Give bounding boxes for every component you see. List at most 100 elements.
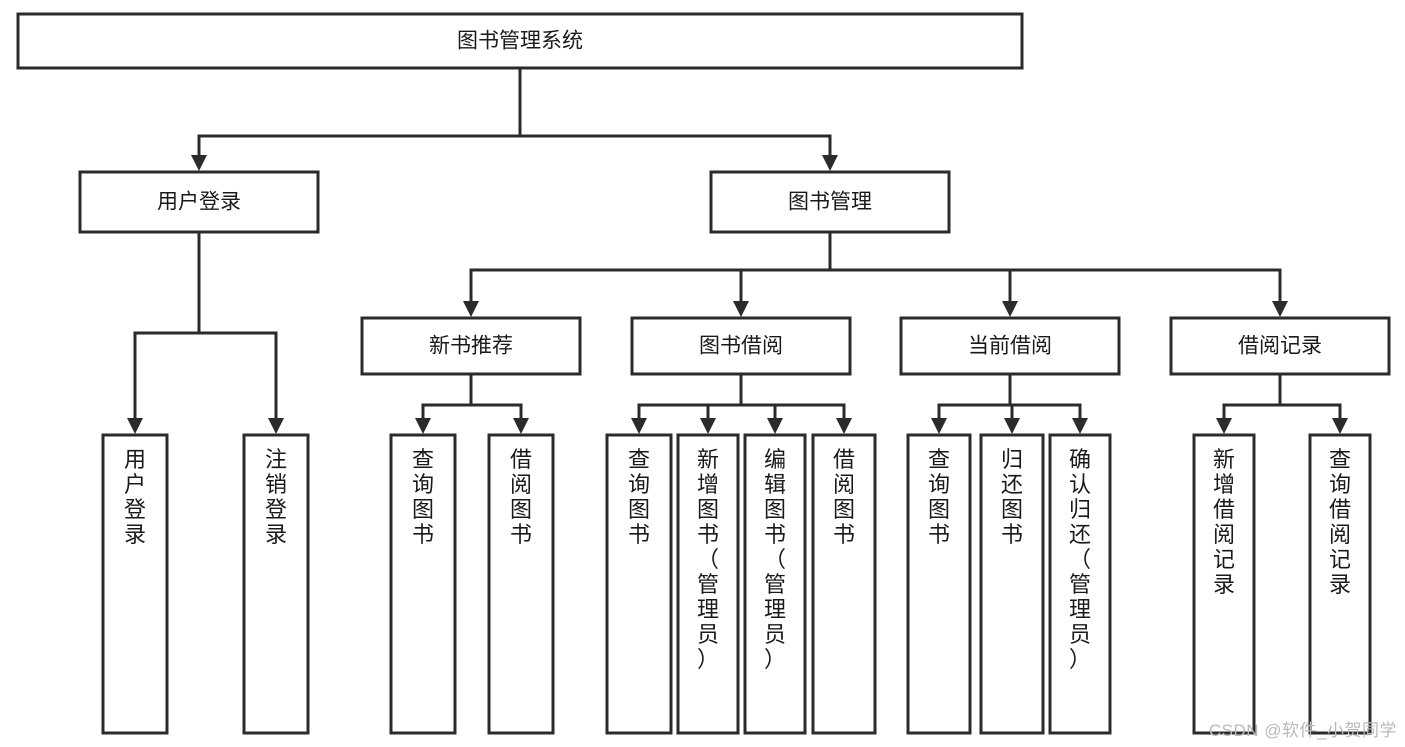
node-box[interactable] [242, 433, 310, 735]
node-book-manage[interactable]: 图书管理 [709, 170, 951, 234]
node-label-char: 查 [628, 447, 650, 472]
node-box[interactable] [906, 433, 972, 735]
node-box[interactable] [1192, 433, 1256, 735]
node-new-book-rec[interactable]: 新书推荐 [360, 316, 582, 376]
node-box[interactable] [389, 433, 457, 735]
node-label-char: 借 [1329, 497, 1351, 522]
node-label-char: 登 [124, 497, 146, 522]
node-label-char: 归 [1069, 497, 1091, 522]
node-label-char: 借 [1213, 497, 1235, 522]
node-label-char: 阅 [833, 472, 855, 497]
node-label-char: 图 [697, 497, 719, 522]
node-box[interactable] [1048, 433, 1112, 735]
node-current-borrow[interactable]: 当前借阅 [899, 316, 1121, 376]
node-layer: 图书管理系统用户登录图书管理新书推荐图书借阅当前借阅借阅记录用户登录注销登录查询… [16, 12, 1391, 735]
node-label-char: 录 [1329, 572, 1351, 597]
node-box[interactable] [811, 433, 877, 735]
node-borrow-record[interactable]: 借阅记录 [1169, 316, 1391, 376]
node-box[interactable] [1308, 433, 1372, 735]
node-box[interactable] [605, 433, 673, 735]
arrow-head-icon [1002, 301, 1018, 317]
node-label-char: 认 [1069, 472, 1091, 497]
node-label-char: 借 [833, 447, 855, 472]
node-label-char: 还 [1001, 472, 1023, 497]
node-box[interactable] [1169, 316, 1391, 376]
connector-group-borrow-record [1216, 372, 1348, 434]
node-label-char: ） [697, 647, 719, 672]
node-label-char: 图 [1001, 497, 1023, 522]
node-label-char: 增 [697, 472, 719, 497]
node-label-char: 员 [1069, 622, 1091, 647]
node-label-char: 户 [124, 472, 146, 497]
node-label-char: 理 [764, 597, 786, 622]
node-box[interactable] [743, 433, 807, 735]
node-label-char: 查 [412, 447, 434, 472]
arrow-head-icon [700, 418, 716, 434]
node-root[interactable]: 图书管理系统 [16, 12, 1024, 70]
node-label-char: 查 [928, 447, 950, 472]
arrow-head-icon [127, 418, 143, 434]
node-label: 图书借阅 [699, 335, 783, 358]
node-box[interactable] [899, 316, 1121, 376]
node-box[interactable] [16, 12, 1024, 70]
arrow-head-icon [1332, 418, 1348, 434]
node-user-login[interactable]: 用户登录 [78, 170, 320, 234]
node-label-char: 新 [1213, 447, 1235, 472]
connector-group-current-borrow [931, 372, 1088, 434]
arrow-head-icon [631, 418, 647, 434]
node-box[interactable] [487, 433, 555, 735]
node-label-char: 询 [628, 472, 650, 497]
node-label-char: 新 [697, 447, 719, 472]
node-label-char: 记 [1213, 547, 1235, 572]
arrow-head-icon [1004, 418, 1020, 434]
node-label-char: 图 [510, 497, 532, 522]
node-box[interactable] [101, 433, 169, 735]
node-label-char: 书 [697, 522, 719, 547]
node-label-char: （ [697, 547, 719, 572]
node-box[interactable] [360, 316, 582, 376]
node-label-char: 管 [764, 572, 786, 597]
node-box[interactable] [709, 170, 951, 234]
node-leaf-user-login[interactable]: 用户登录 [101, 433, 169, 735]
arrow-head-icon [1216, 418, 1232, 434]
arrow-head-icon [733, 301, 749, 317]
node-label-char: 管 [1069, 572, 1091, 597]
node-box[interactable] [676, 433, 740, 735]
node-box[interactable] [630, 316, 852, 376]
arrow-head-icon [191, 155, 207, 171]
node-label-char: 理 [1069, 597, 1091, 622]
node-label-char: 记 [1329, 547, 1351, 572]
node-label-char: 书 [833, 522, 855, 547]
node-label-char: 确 [1069, 447, 1091, 472]
arrow-head-icon [268, 418, 284, 434]
node-label-char: 录 [1213, 572, 1235, 597]
node-label-char: ） [1069, 647, 1091, 672]
node-label-char: 阅 [510, 472, 532, 497]
connector-group-user-login [127, 230, 284, 434]
node-label-char: 书 [1001, 522, 1023, 547]
node-box[interactable] [78, 170, 320, 234]
node-label-char: 书 [628, 522, 650, 547]
node-box[interactable] [979, 433, 1045, 735]
node-label-char: 编 [764, 447, 786, 472]
connector-group-root [191, 66, 838, 171]
node-book-borrow[interactable]: 图书借阅 [630, 316, 852, 376]
node-label-char: 销 [265, 472, 287, 497]
node-label-char: 还 [1069, 522, 1091, 547]
node-label-char: 询 [928, 472, 950, 497]
connector-group-new-book-rec [415, 372, 529, 434]
node-label-char: 书 [412, 522, 434, 547]
